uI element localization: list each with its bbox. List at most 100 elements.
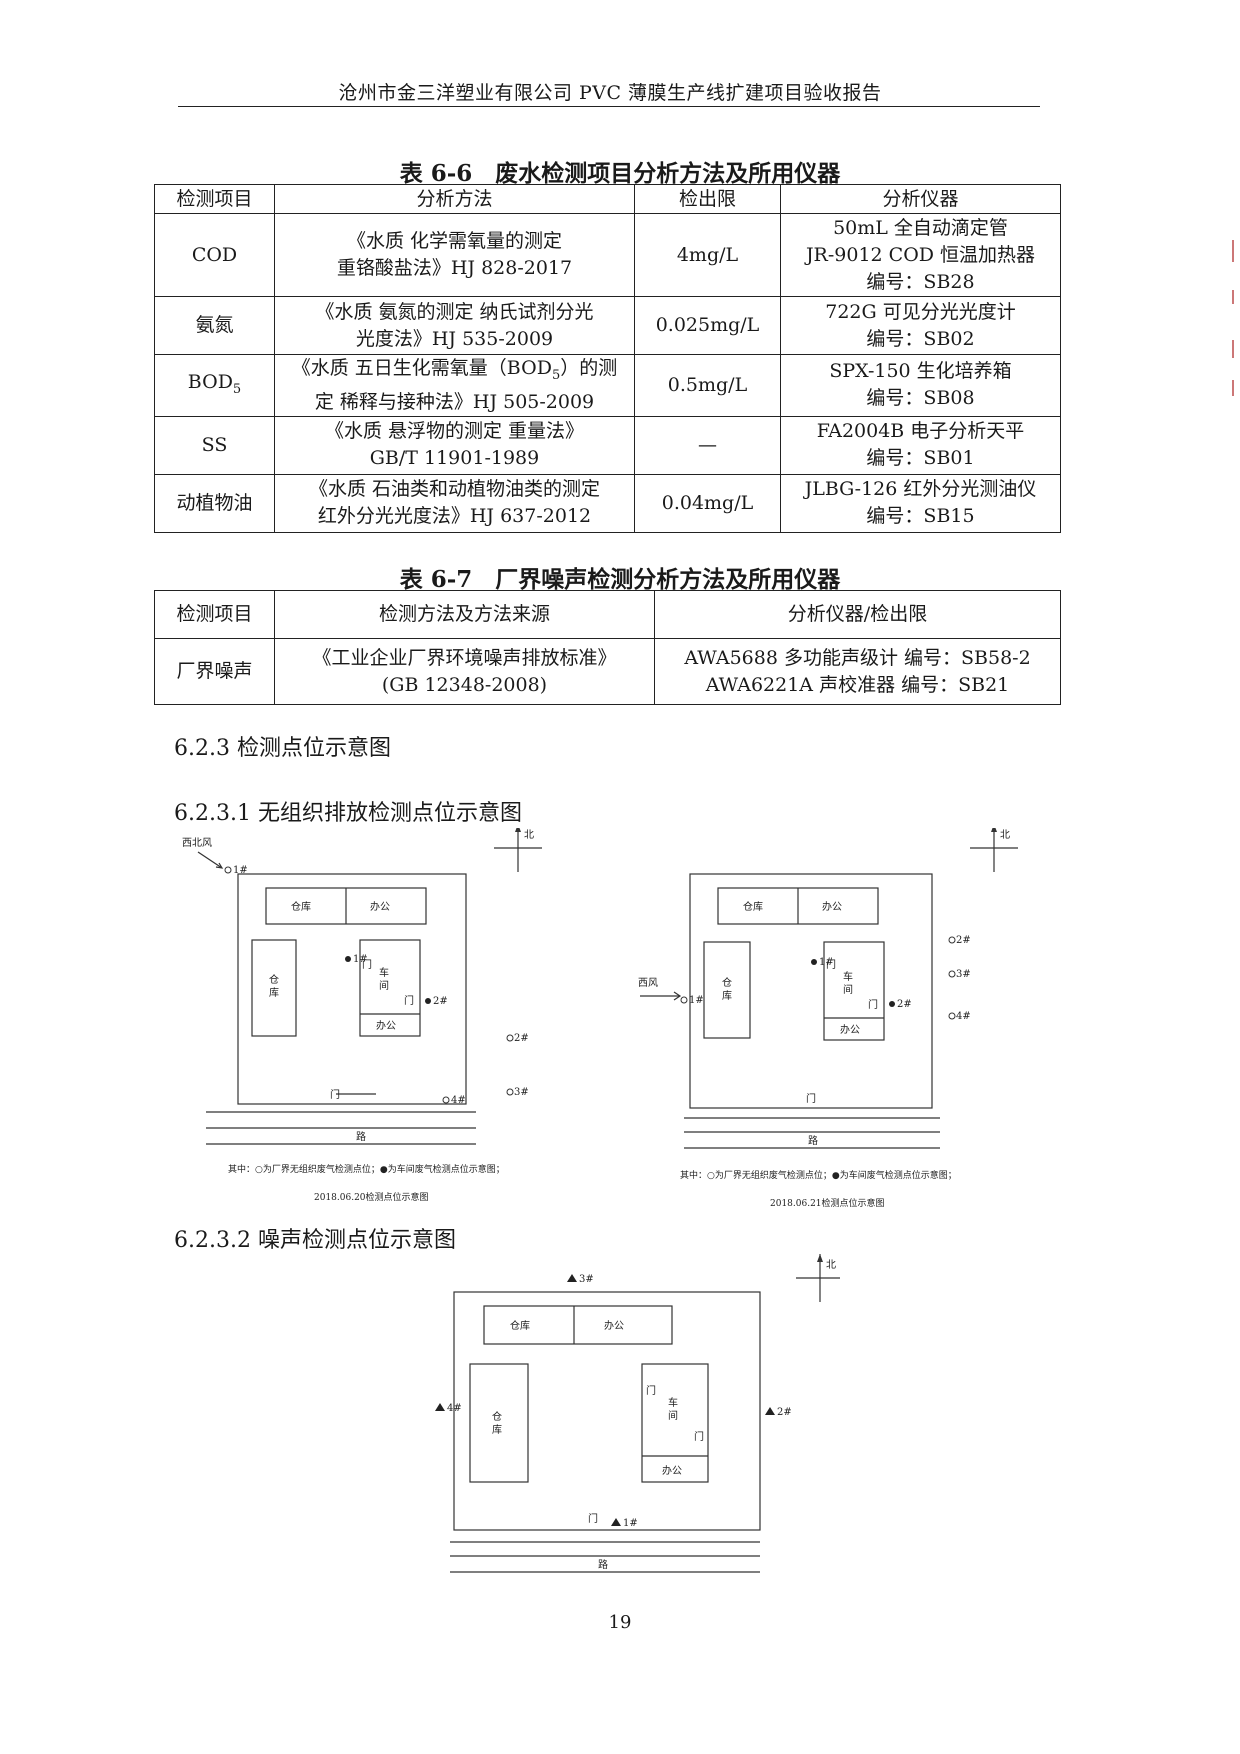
instrument-line: 编号：SB15 (866, 505, 975, 528)
table66-title: 表 6-6 废水检测项目分析方法及所用仪器 (399, 160, 841, 187)
open-circle-icon (948, 936, 956, 944)
door-label: 门 (404, 994, 414, 1007)
section-6-2-3: 6.2.3 检测点位示意图 (174, 736, 391, 761)
instrument-line: 编号：SB28 (866, 270, 975, 293)
method-line: 《水质 氨氮的测定 纳氏试剂分光 (315, 300, 594, 323)
table66-header: 分析仪器 (780, 184, 1061, 214)
north-arrow-icon (515, 828, 521, 832)
office-label: 办公 (822, 900, 842, 913)
point-label: 1# (233, 865, 248, 876)
warehouse-label: 库 (722, 989, 732, 1002)
cell-item: SS (154, 415, 275, 475)
cell-method: 《工业企业厂界环境噪声排放标准》(GB 12348-2008) (274, 638, 655, 705)
warehouse-left (251, 939, 297, 1037)
cell-method: 《水质 化学需氧量的测定重铬酸盐法》HJ 828-2017 (274, 213, 635, 297)
instrument-line: AWA5688 多功能声级计 编号：SB58-2 (684, 646, 1031, 669)
cell-limit: 4mg/L (634, 213, 781, 297)
scan-mark (1232, 340, 1234, 358)
method-line: GB/T 11901-1989 (369, 447, 540, 470)
plant-boundary (237, 873, 467, 1105)
road-label: 路 (808, 1134, 818, 1147)
cell-method: 《水质 五日生化需氧量（BOD5）的测定 稀释与接种法》HJ 505-2009 (274, 354, 635, 417)
workshop-label: 车 (379, 966, 389, 979)
cell-instrument: FA2004B 电子分析天平编号：SB01 (780, 415, 1061, 475)
method-line: 《工业企业厂界环境噪声排放标准》 (312, 646, 617, 669)
office-label: 办公 (370, 900, 390, 913)
diagram-caption: 2018.06.20检测点位示意图 (314, 1191, 429, 1203)
instrument-line: AWA6221A 声校准器 编号：SB21 (705, 673, 1010, 696)
method-line: 《水质 悬浮物的测定 重量法》 (324, 420, 585, 443)
table-row: 动植物油 《水质 石油类和动植物油类的测定红外分光光度法》HJ 637-2012… (154, 473, 1061, 533)
page-number: 19 (608, 1612, 632, 1633)
cell-item: 厂界噪声 (154, 638, 275, 705)
table-row: COD 《水质 化学需氧量的测定重铬酸盐法》HJ 828-2017 4mg/L … (154, 213, 1061, 297)
point-label: 2# (956, 935, 971, 946)
door-label: 门 (868, 998, 878, 1011)
workshop-label: 车 (668, 1396, 678, 1409)
warehouse-left (469, 1363, 529, 1483)
warehouse-label: 仓 (492, 1410, 502, 1423)
open-circle-icon (948, 1012, 956, 1020)
road-label: 路 (356, 1130, 366, 1143)
table-row: SS 《水质 悬浮物的测定 重量法》 GB/T 11901-1989 — FA20… (154, 415, 1061, 475)
door-label: 门 (646, 1384, 656, 1397)
point-label: 2# (777, 1407, 792, 1418)
point-label: 4# (956, 1011, 971, 1022)
sampling-diagram-0620: 西北风 1# 北 仓库 办公 仓 库 车 间 门 门 办公 1# 2# 2# 3… (182, 828, 542, 1203)
filled-circle-icon (889, 1001, 895, 1007)
sampling-diagram-0621: 西风 1# 北 仓库 办公 仓 库 车 间 门 门 办公 1# 2# 2# 3#… (638, 828, 1018, 1208)
cell-limit: — (634, 415, 781, 475)
door-label: 门 (330, 1088, 340, 1101)
filled-circle-icon (425, 998, 431, 1004)
instrument-line: 编号：SB08 (866, 387, 975, 410)
table67-header: 检测项目 (154, 590, 275, 639)
point-label: 1# (689, 995, 704, 1006)
door-label: 门 (362, 958, 372, 971)
point-label: 2# (433, 996, 448, 1007)
scan-mark (1232, 240, 1234, 262)
cell-item: 氨氮 (154, 296, 275, 355)
plant-boundary (453, 1291, 761, 1531)
wind-arrow-icon (197, 851, 223, 869)
cell-item: COD (154, 213, 275, 297)
point-label: 1# (819, 957, 834, 968)
cell-instrument: 722G 可见分光光度计编号：SB02 (780, 296, 1061, 355)
point-label: 3# (579, 1274, 594, 1285)
legend-text: 其中：○为厂界无组织废气检测点位；●为车间废气检测点位示意图； (228, 1163, 505, 1175)
door-label: 门 (826, 958, 836, 971)
workshop (823, 941, 885, 1041)
open-circle-icon (224, 866, 232, 874)
office-label: 办公 (604, 1319, 624, 1332)
north-label: 北 (1000, 829, 1010, 841)
door-label: 门 (588, 1512, 598, 1525)
point-label: 1# (353, 954, 368, 965)
instrument-line: JR-9012 COD 恒温加热器 (805, 243, 1036, 266)
table66-header: 检测项目 (154, 184, 275, 214)
header-rule (178, 106, 1040, 107)
point-label: 1# (623, 1518, 638, 1529)
warehouse-label: 库 (492, 1423, 502, 1436)
north-arrow-icon (991, 828, 997, 832)
point-label: 3# (514, 1087, 529, 1098)
open-circle-icon (948, 970, 956, 978)
plant-boundary (689, 873, 933, 1109)
triangle-icon (567, 1274, 577, 1282)
method-line: 定 稀释与接种法》HJ 505-2009 (314, 390, 595, 413)
table67-header: 检测方法及方法来源 (274, 590, 655, 639)
instrument-line: 722G 可见分光光度计 (825, 300, 1016, 323)
method-line: 光度法》HJ 535-2009 (355, 327, 554, 350)
cell-limit: 0.04mg/L (634, 473, 781, 533)
north-label: 北 (826, 1259, 836, 1271)
cell-method: 《水质 氨氮的测定 纳氏试剂分光光度法》HJ 535-2009 (274, 296, 635, 355)
cell-instrument: JLBG-126 红外分光测油仪编号：SB15 (780, 473, 1061, 533)
table66: 检测项目 分析方法 检出限 分析仪器 COD 《水质 化学需氧量的测定重铬酸盐法… (154, 184, 1061, 533)
point-label: 2# (514, 1033, 529, 1044)
warehouse-label: 仓 (269, 973, 279, 986)
point-label: 3# (956, 969, 971, 980)
cell-item: 动植物油 (154, 473, 275, 533)
table-row: 氨氮 《水质 氨氮的测定 纳氏试剂分光光度法》HJ 535-2009 0.025… (154, 296, 1061, 355)
wind-label: 西北风 (182, 837, 212, 849)
point-label: 4# (451, 1095, 466, 1106)
